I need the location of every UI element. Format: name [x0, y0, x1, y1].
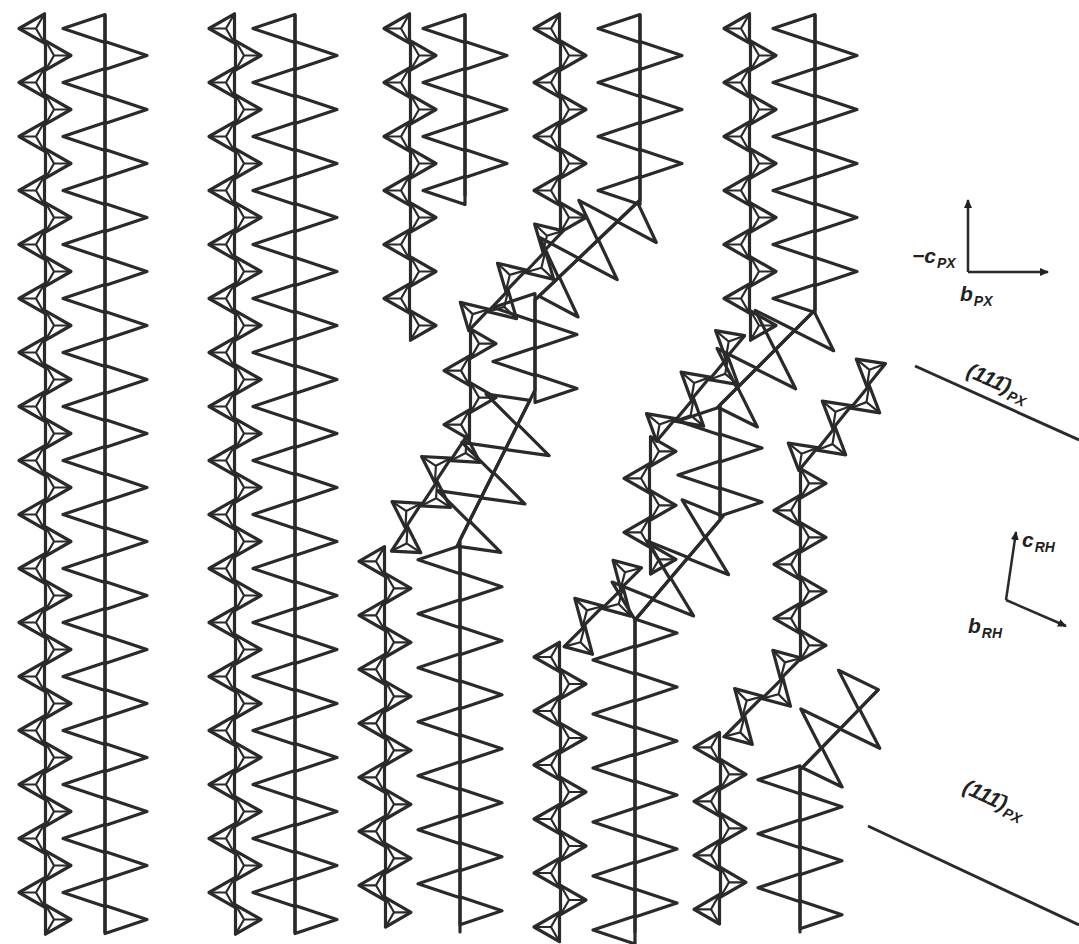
axis-symbol: b — [968, 614, 981, 637]
axis-symbol: (111̄) — [960, 775, 1011, 815]
tetrahedral-chain-end-on — [209, 14, 261, 934]
axis-symbol: b — [960, 282, 973, 305]
tetrahedral-chain-side-on — [758, 670, 880, 932]
tetrahedral-chain-end-on — [19, 14, 71, 934]
axis-label: bPX — [960, 282, 993, 309]
axis-symbol: c — [1022, 528, 1034, 551]
tetrahedral-chain-end-on — [694, 359, 885, 924]
axis-subscript: PX — [937, 255, 956, 271]
axis-label: bRH — [968, 614, 1002, 641]
tetrahedral-chain-end-on — [534, 14, 776, 942]
axis-label: (111̄)PX — [958, 775, 1029, 827]
axis-symbol: −c — [912, 244, 936, 267]
tetrahedral-chain-side-on — [63, 15, 147, 934]
axis-label: −cPX — [912, 244, 956, 271]
axis-subscript: RH — [982, 625, 1002, 641]
axis-subscript: PX — [974, 293, 993, 309]
plane-traces — [868, 366, 1079, 925]
tetrahedral-chain-end-on — [359, 14, 586, 927]
tetrahedral-chain-side-on — [593, 15, 857, 944]
tetrahedral-chain-side-on — [423, 15, 507, 205]
axis-subscript: RH — [1035, 539, 1055, 555]
axis-label: cRH — [1022, 528, 1055, 555]
tetrahedral-chain-side-on — [418, 15, 682, 933]
tetrahedral-chain-end-on — [384, 14, 436, 340]
tetrahedral-chain-side-on — [253, 15, 337, 934]
